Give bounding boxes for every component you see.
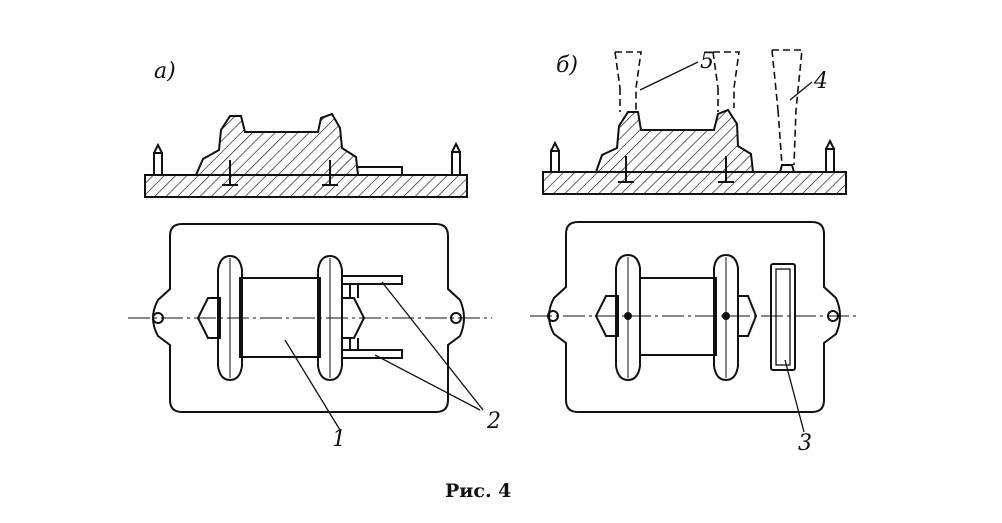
leader-2b xyxy=(374,354,481,411)
figure-caption: Рис. 4 xyxy=(445,480,511,502)
view-b-section xyxy=(542,49,847,195)
locating-hole-b-right xyxy=(827,310,839,322)
end-cone-a-left xyxy=(196,297,221,339)
locating-pin-a-left xyxy=(153,142,163,176)
casting-profile-b xyxy=(594,108,755,173)
riser-4 xyxy=(771,49,803,166)
part-number-1: 1 xyxy=(332,427,346,452)
part-number-4: 4 xyxy=(813,69,828,94)
riser-5-left xyxy=(614,51,642,112)
locating-hole-a-right xyxy=(450,312,462,324)
view-b-plan xyxy=(530,221,860,433)
part-number-2: 2 xyxy=(486,409,501,434)
leader-1 xyxy=(284,339,341,431)
filler-block-section xyxy=(779,164,795,173)
drum-body-a xyxy=(239,277,321,358)
view-a-section xyxy=(144,112,468,198)
locating-pin-b-left xyxy=(550,140,560,173)
fastener-b2 xyxy=(718,156,734,183)
clamp-bar-a-top xyxy=(342,275,403,298)
part-number-3: 3 xyxy=(798,431,812,456)
end-cone-b-left xyxy=(594,295,619,337)
clamp-bar-a-bottom xyxy=(342,338,403,359)
locating-pin-a-right xyxy=(451,141,461,176)
fastener-a1 xyxy=(222,160,238,186)
locating-hole-b-left xyxy=(547,310,559,322)
casting-profile-a xyxy=(194,112,360,176)
filler-block-3 xyxy=(770,263,796,371)
locating-hole-a-left xyxy=(152,312,164,324)
leader-4 xyxy=(789,81,813,101)
bar-side-a xyxy=(358,166,403,175)
flange-b-right xyxy=(713,253,739,382)
locating-pin-b-right xyxy=(825,138,835,173)
fastener-a2 xyxy=(322,160,338,186)
view-label-a: а) xyxy=(154,59,176,84)
flange-a-left xyxy=(217,254,243,382)
view-label-b: б) xyxy=(556,53,578,78)
riser-5-right xyxy=(712,51,740,112)
base-plate-b xyxy=(542,171,847,195)
flange-b-left xyxy=(615,253,641,382)
leader-2a xyxy=(381,281,484,411)
leader-5 xyxy=(639,61,699,91)
fixture-plate-a xyxy=(152,223,465,413)
fixture-plate-b xyxy=(548,221,841,413)
base-plate-a xyxy=(144,174,468,198)
view-a-plan xyxy=(128,223,492,431)
leader-3 xyxy=(784,359,805,433)
fastener-b1 xyxy=(618,156,634,183)
part-number-5: 5 xyxy=(700,49,714,74)
flange-a-right xyxy=(317,254,343,382)
